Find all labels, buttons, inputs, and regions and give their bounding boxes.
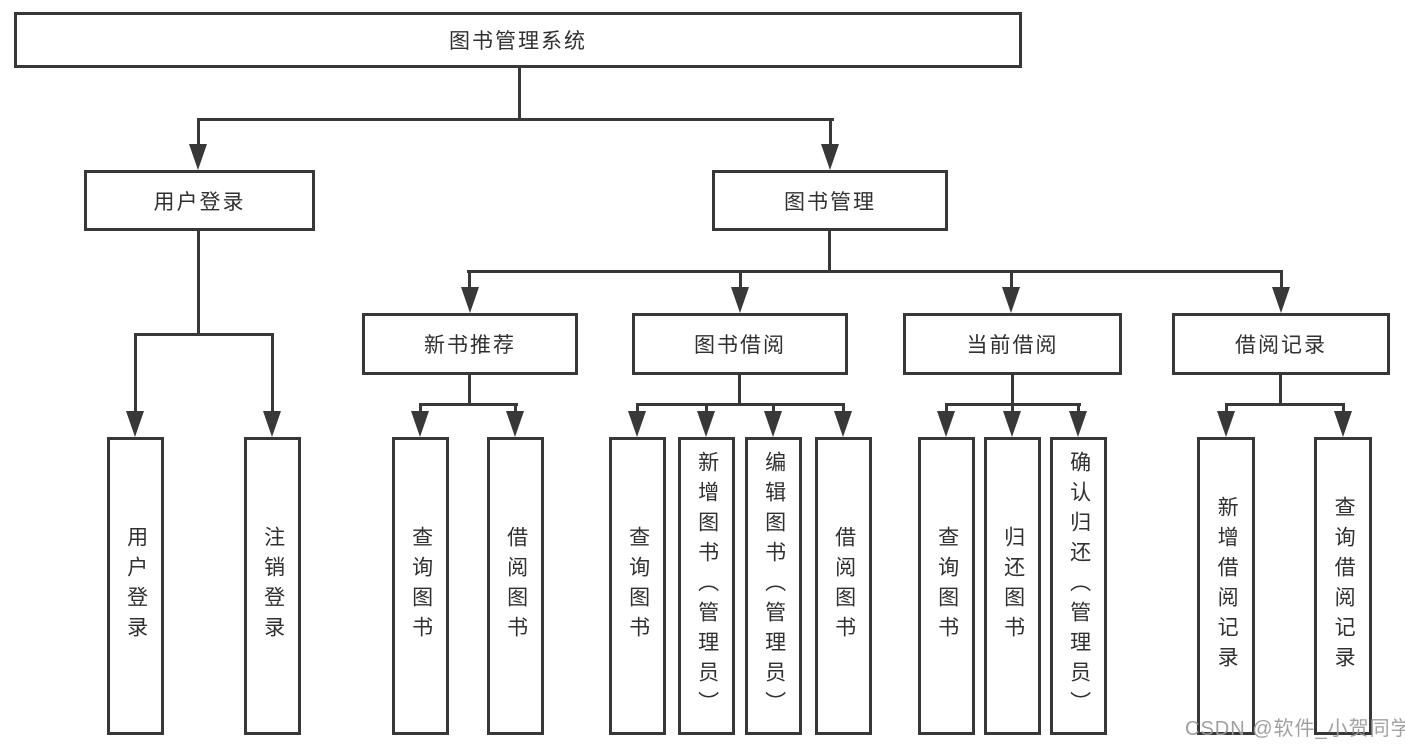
edge-arrow-shaft: [772, 405, 775, 414]
leaf-user-login-label: 用户登录: [124, 526, 148, 646]
arrow-down-icon: [189, 144, 207, 170]
leaf-records-query-record: 查询借阅记录: [1314, 437, 1372, 735]
node-library-system: 图书管理系统: [14, 12, 1022, 68]
arrow-down-icon: [1217, 411, 1235, 437]
edge-arrow-shaft: [271, 335, 274, 413]
node-new-book-recommend-label: 新书推荐: [424, 334, 516, 357]
leaf-records-add-record: 新增借阅记录: [1197, 437, 1255, 735]
leaf-borrowing-edit-books-admin-label: 编辑图书（管理员）: [762, 451, 786, 721]
watermark: CSDN @软件_小贺同学: [1185, 718, 1405, 740]
edge-arrow-shaft: [1011, 405, 1014, 414]
edge-arrow-shaft: [705, 405, 708, 414]
arrow-down-icon: [461, 287, 479, 313]
edge-arrow-shaft: [419, 405, 422, 414]
node-borrowing-records-label: 借阅记录: [1235, 334, 1327, 357]
edge-arrow-shaft: [739, 272, 742, 289]
leaf-recommend-query-books: 查询图书: [392, 437, 449, 735]
edge-book-mgmt-bus: [467, 270, 1283, 273]
edge-arrow-shaft: [468, 272, 471, 289]
leaf-borrowing-add-books-admin-label: 新增图书（管理员）: [695, 451, 719, 721]
leaf-borrowing-query-books: 查询图书: [609, 437, 666, 735]
arrow-down-icon: [506, 411, 524, 437]
node-current-borrowing: 当前借阅: [903, 313, 1122, 375]
leaf-recommend-borrow-books-label: 借阅图书: [504, 526, 528, 646]
arrow-down-icon: [1069, 411, 1087, 437]
leaf-logout-label: 注销登录: [261, 526, 285, 646]
edge-arrow-shaft: [134, 335, 137, 413]
edge-arrow-shaft: [945, 405, 948, 414]
arrow-down-icon: [263, 411, 281, 437]
edge-recommend-stem: [468, 375, 471, 405]
node-book-management: 图书管理: [712, 170, 948, 231]
edge-arrow-shaft: [197, 120, 200, 146]
arrow-down-icon: [411, 411, 429, 437]
arrow-down-icon: [1003, 411, 1021, 437]
edge-arrow-shaft: [1225, 405, 1228, 414]
node-library-system-label: 图书管理系统: [449, 30, 587, 53]
node-borrowing-records: 借阅记录: [1172, 313, 1390, 375]
node-current-borrowing-label: 当前借阅: [966, 334, 1059, 357]
edge-current-bus: [945, 403, 1081, 406]
arrow-down-icon: [628, 411, 646, 437]
leaf-current-query-books: 查询图书: [918, 437, 975, 735]
node-user-login-label: 用户登录: [153, 190, 246, 214]
leaf-borrowing-edit-books-admin: 编辑图书（管理员）: [745, 437, 802, 735]
leaf-current-return-books: 归还图书: [984, 437, 1041, 735]
edge-borrowing-stem: [738, 375, 741, 405]
leaf-records-query-record-label: 查询借阅记录: [1332, 496, 1356, 676]
leaf-current-query-books-label: 查询图书: [935, 526, 959, 646]
leaf-borrowing-add-books-admin: 新增图书（管理员）: [678, 437, 735, 735]
edge-arrow-shaft: [842, 405, 845, 414]
node-book-borrowing-label: 图书借阅: [694, 334, 786, 357]
edge-arrow-shaft: [1077, 405, 1080, 414]
arrow-down-icon: [1002, 287, 1020, 313]
edge-user-login-bus: [134, 333, 274, 336]
leaf-borrowing-query-books-label: 查询图书: [626, 526, 650, 646]
edge-arrow-shaft: [829, 120, 832, 146]
leaf-records-add-record-label: 新增借阅记录: [1215, 496, 1239, 676]
edge-book-mgmt-stem: [828, 231, 831, 272]
leaf-current-confirm-return-admin-label: 确认归还（管理员）: [1067, 451, 1091, 721]
edge-root-bus: [197, 118, 834, 121]
leaf-current-confirm-return-admin: 确认归还（管理员）: [1050, 437, 1107, 735]
edge-recommend-bus: [419, 403, 518, 406]
arrow-down-icon: [126, 411, 144, 437]
edge-arrow-shaft: [514, 405, 517, 414]
arrow-down-icon: [937, 411, 955, 437]
leaf-borrowing-borrow-books: 借阅图书: [815, 437, 872, 735]
leaf-current-return-books-label: 归还图书: [1001, 526, 1025, 646]
edge-arrow-shaft: [1280, 272, 1283, 289]
edge-root-stem: [518, 68, 521, 120]
node-book-borrowing: 图书借阅: [632, 313, 848, 375]
arrow-down-icon: [697, 411, 715, 437]
edge-records-bus: [1225, 403, 1345, 406]
edge-arrow-shaft: [1010, 272, 1013, 289]
leaf-logout: 注销登录: [244, 437, 301, 735]
edge-arrow-shaft: [636, 405, 639, 414]
leaf-user-login: 用户登录: [107, 437, 164, 735]
leaf-recommend-query-books-label: 查询图书: [409, 526, 433, 646]
edge-borrowing-bus: [636, 403, 845, 406]
leaf-borrowing-borrow-books-label: 借阅图书: [832, 526, 856, 646]
edge-user-login-stem: [197, 231, 200, 335]
arrow-down-icon: [834, 411, 852, 437]
edge-current-stem: [1011, 375, 1014, 405]
edge-arrow-shaft: [1342, 405, 1345, 414]
node-book-management-label: 图书管理: [784, 190, 876, 214]
node-new-book-recommend: 新书推荐: [362, 313, 578, 375]
arrow-down-icon: [821, 144, 839, 170]
arrow-down-icon: [1334, 411, 1352, 437]
node-user-login: 用户登录: [84, 170, 315, 231]
arrow-down-icon: [1272, 287, 1290, 313]
arrow-down-icon: [731, 287, 749, 313]
arrow-down-icon: [764, 411, 782, 437]
edge-records-stem: [1279, 375, 1282, 405]
leaf-recommend-borrow-books: 借阅图书: [487, 437, 544, 735]
